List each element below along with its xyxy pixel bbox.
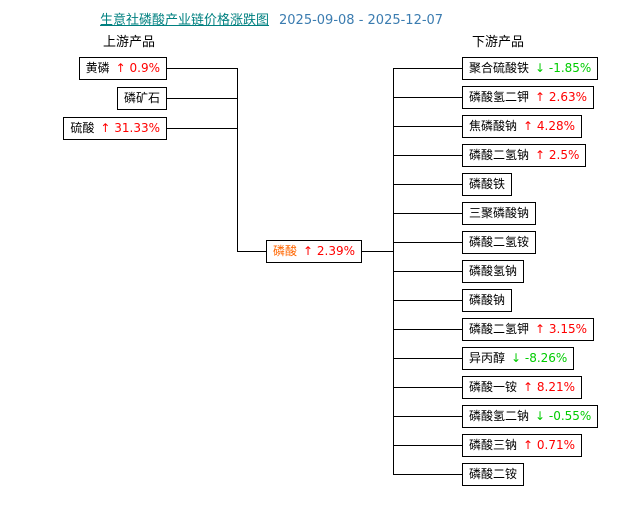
product-name: 黄磷	[85, 61, 110, 75]
downstream-node-sodium-dihydrogen-phosphate[interactable]: 磷酸二氢钠 ↑ 2.5%	[392, 144, 587, 167]
downstream-node-ferric-phosphate[interactable]: 磷酸铁	[392, 173, 513, 196]
downstream-node-sodium-pyrophosphate[interactable]: 焦磷酸钠 ↑ 4.28%	[392, 115, 583, 138]
product-name: 磷酸钠	[469, 293, 506, 307]
change-value: ↑ 2.39%	[303, 244, 356, 258]
product-name: 磷酸二氢钾	[469, 322, 530, 336]
downstream-node-dipotassium-hydrogen-phosphate[interactable]: 磷酸氢二钾 ↑ 2.63%	[392, 86, 595, 109]
downstream-node-ammonium-dihydrogen-phosphate[interactable]: 磷酸二氢铵	[392, 231, 537, 254]
product-name: 磷酸二铵	[469, 467, 518, 481]
upstream-node-yellow-phosphorus[interactable]: 黄磷 ↑ 0.9%	[78, 57, 238, 80]
change-value: ↑ 3.15%	[535, 322, 588, 336]
product-name: 磷酸三钠	[469, 438, 518, 452]
downstream-node-sodium-tripolyphosphate[interactable]: 三聚磷酸钠	[392, 202, 537, 225]
product-name: 聚合硫酸铁	[469, 61, 530, 75]
product-name: 三聚磷酸钠	[469, 206, 530, 220]
page-title: 生意社磷酸产业链价格涨跌图 2025-09-08 - 2025-12-07	[100, 9, 443, 28]
change-value: ↓ -1.85%	[535, 61, 592, 75]
downstream-node-disodium-hydrogen-phosphate[interactable]: 磷酸氢二钠 ↓ -0.55%	[392, 405, 599, 428]
product-name: 异丙醇	[469, 351, 506, 365]
downstream-node-sodium-hydrogen-phosphate[interactable]: 磷酸氢钠	[392, 260, 525, 283]
product-name: 磷酸铁	[469, 177, 506, 191]
change-value: ↑ 0.71%	[523, 438, 576, 452]
product-name: 磷酸一铵	[469, 380, 518, 394]
downstream-node-polymeric-ferric-sulfate[interactable]: 聚合硫酸铁 ↓ -1.85%	[392, 57, 599, 80]
upstream-node-sulfuric-acid[interactable]: 硫酸 ↑ 31.33%	[63, 117, 237, 140]
change-value: ↑ 8.21%	[523, 380, 576, 394]
left-trunk-line	[237, 68, 238, 251]
product-name: 硫酸	[70, 121, 95, 135]
downstream-node-monoammonium-phosphate[interactable]: 磷酸一铵 ↑ 8.21%	[392, 376, 583, 399]
change-value: ↓ -0.55%	[535, 409, 592, 423]
product-name: 磷酸氢二钠	[469, 409, 530, 423]
product-name: 磷矿石	[123, 91, 160, 105]
title-link[interactable]: 生意社磷酸产业链价格涨跌图	[100, 13, 270, 28]
product-name: 磷酸氢二钾	[469, 90, 530, 104]
change-value: ↓ -8.26%	[511, 351, 568, 365]
change-value: ↑ 0.9%	[115, 61, 160, 75]
product-name: 磷酸二氢铵	[469, 235, 530, 249]
change-value: ↑ 31.33%	[100, 121, 160, 135]
downstream-section-label: 下游产品	[472, 35, 525, 50]
product-name: 磷酸	[273, 244, 298, 258]
upstream-node-phosphate-rock[interactable]: 磷矿石	[116, 87, 238, 110]
product-name: 磷酸氢钠	[469, 264, 518, 278]
change-value: ↑ 2.5%	[535, 148, 580, 162]
downstream-node-trisodium-phosphate[interactable]: 磷酸三钠 ↑ 0.71%	[392, 434, 583, 457]
center-node-phosphoric-acid[interactable]: 磷酸 ↑ 2.39%	[266, 240, 363, 263]
date-range: 2025-09-08 - 2025-12-07	[279, 13, 444, 28]
change-value: ↑ 2.63%	[535, 90, 588, 104]
downstream-node-potassium-dihydrogen-phosphate[interactable]: 磷酸二氢钾 ↑ 3.15%	[392, 318, 595, 341]
change-value: ↑ 4.28%	[523, 119, 576, 133]
downstream-node-isopropanol[interactable]: 异丙醇 ↓ -8.26%	[392, 347, 575, 370]
product-name: 焦磷酸钠	[469, 119, 518, 133]
upstream-section-label: 上游产品	[103, 35, 156, 50]
product-name: 磷酸二氢钠	[469, 148, 530, 162]
downstream-node-diammonium-phosphate[interactable]: 磷酸二铵	[392, 463, 525, 486]
downstream-node-sodium-phosphate[interactable]: 磷酸钠	[392, 289, 513, 312]
